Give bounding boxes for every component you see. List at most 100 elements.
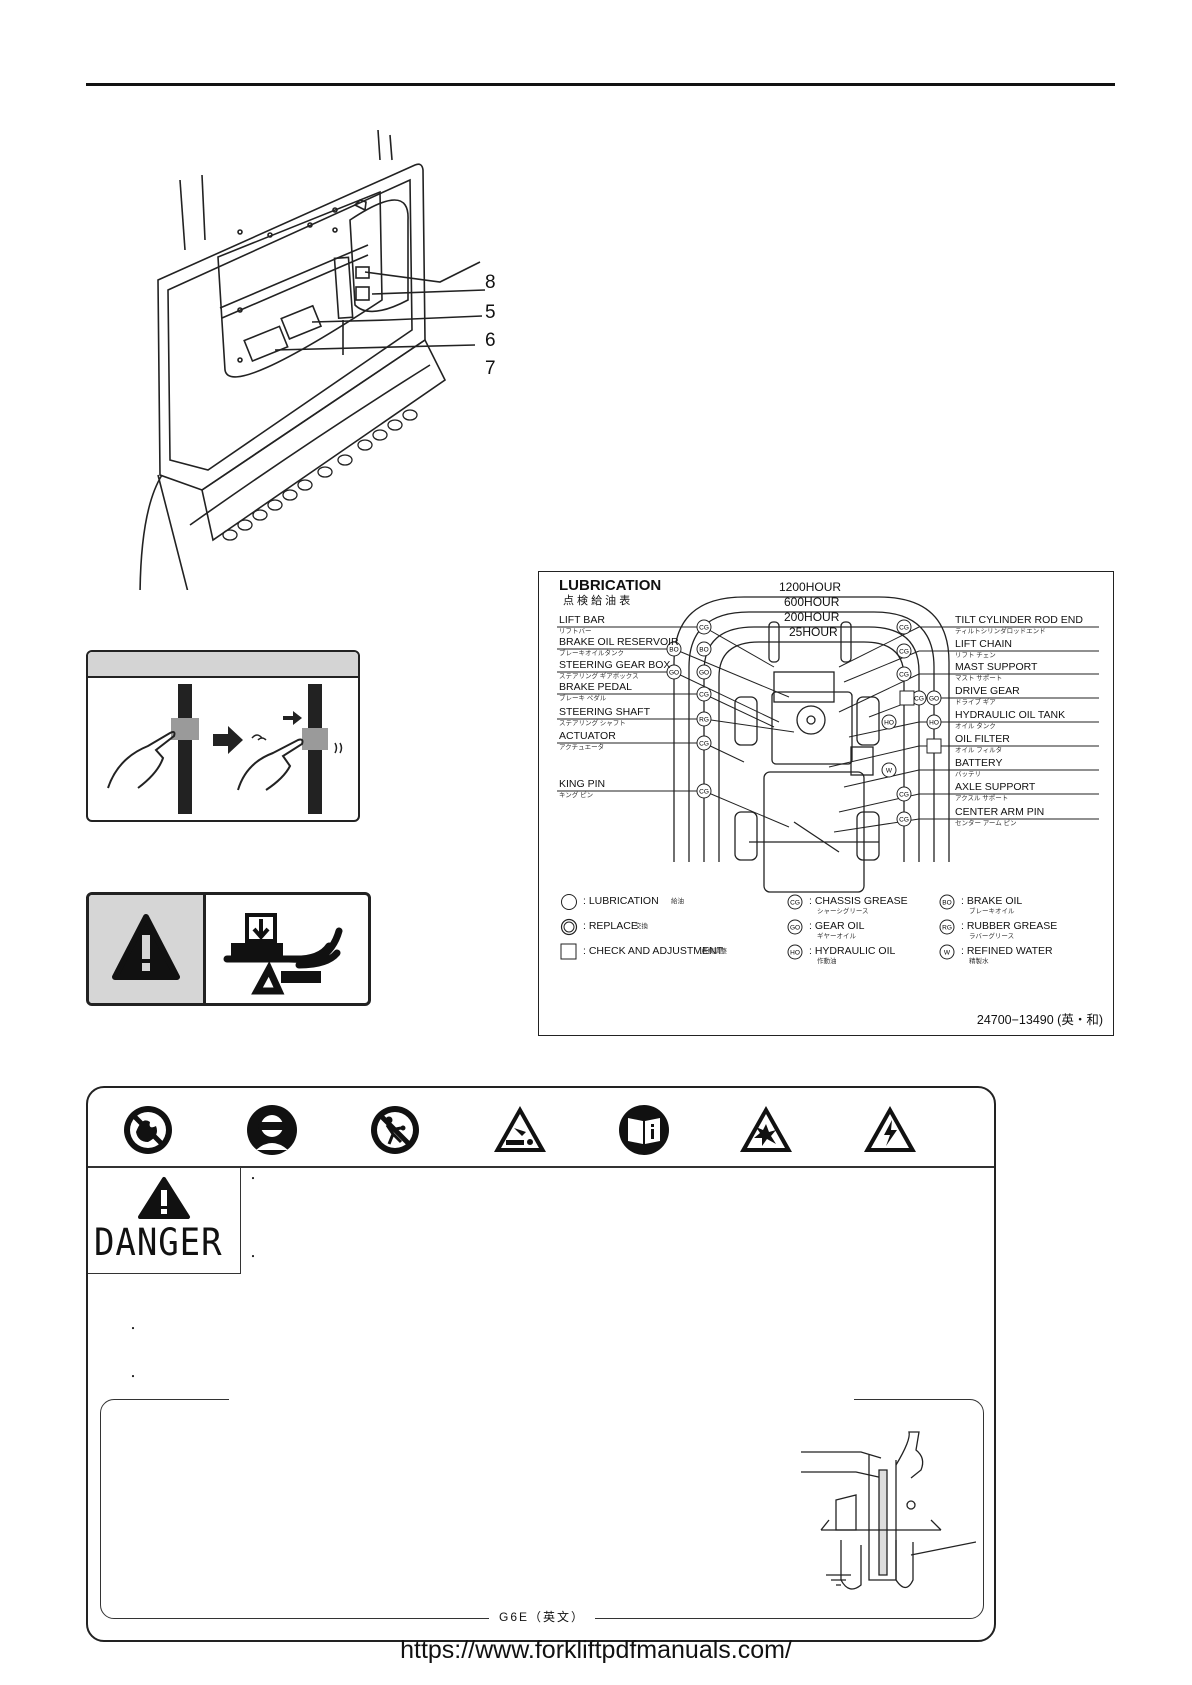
danger-word: DANGER — [94, 1221, 223, 1264]
read-manual-icon — [619, 1105, 669, 1155]
warning-symbol-area — [89, 895, 206, 1003]
legend-code-HO: HO — [787, 944, 803, 960]
footer-url[interactable]: https://www.forkliftpdfmanuals.com/ — [400, 1636, 792, 1664]
left-label-2: STEERING GEAR BOX — [559, 659, 671, 671]
legend-square-icon — [560, 943, 577, 960]
svg-text:CG: CG — [899, 648, 909, 655]
right-label-jp-1: リフト チェン — [955, 652, 996, 659]
legend-text-2: : CHECK AND ADJUSTMENT — [583, 945, 724, 957]
svg-text:GO: GO — [790, 924, 800, 931]
danger-sign: DANGER — [88, 1167, 241, 1274]
right-label-4: HYDRAULIC OIL TANK — [955, 709, 1066, 721]
right-label-1: LIFT CHAIN — [955, 638, 1012, 650]
legend-text-1: : REPLACE — [583, 920, 638, 932]
legend-code-W: W — [939, 944, 955, 960]
svg-text:CG: CG — [899, 791, 909, 798]
svg-text:HO: HO — [884, 719, 894, 726]
legend-text-4: : GEAR OIL — [809, 920, 865, 932]
legend-code-CG: CG — [787, 894, 803, 910]
danger-bullet-4: ・ — [128, 1372, 138, 1383]
right-label-jp-8: センター アーム ピン — [955, 820, 1017, 827]
lube-mark-right-a-3: GO — [926, 690, 942, 706]
keep-children-away-icon — [371, 1106, 419, 1154]
explosion-icon — [740, 1106, 792, 1152]
svg-text:CG: CG — [914, 695, 924, 702]
callout-7: 7 — [485, 358, 496, 379]
svg-text:CG: CG — [899, 816, 909, 823]
lube-mark-right-8: CG — [896, 811, 912, 827]
svg-text:HO: HO — [929, 719, 939, 726]
right-label-jp-4: オイル タンク — [955, 723, 996, 730]
right-label-3: DRIVE GEAR — [955, 685, 1020, 697]
lube-mark-left-a-1: BO — [666, 641, 682, 657]
legend-jp-3: シャーシグリース — [817, 908, 869, 915]
lubrication-title: LUBRICATION — [559, 577, 662, 594]
electric-shock-icon — [864, 1106, 916, 1152]
right-label-jp-7: アクスル サポート — [955, 795, 1009, 802]
right-label-5: OIL FILTER — [955, 733, 1010, 745]
lube-mark-right-7: CG — [896, 786, 912, 802]
danger-bullet-3: ・ — [128, 1324, 138, 1335]
left-label-jp-1: ブレーキオイルタンク — [559, 650, 624, 657]
legend-text-6: : BRAKE OIL — [961, 895, 1023, 907]
svg-text:CG: CG — [899, 624, 909, 631]
legend-code-GO: GO — [787, 919, 803, 935]
legend-jp-6: ブレーキオイル — [969, 908, 1015, 915]
danger-bullet-1: ・ — [248, 1174, 258, 1185]
left-label-jp-3: ブレーキ ペダル — [559, 695, 607, 702]
svg-text:BO: BO — [669, 646, 678, 653]
left-label-jp-6: キング ピン — [559, 792, 594, 799]
legend-jp-2: 点検調整 — [701, 948, 727, 955]
lube-mark-right-2: CG — [896, 666, 912, 682]
lube-mark-left-b-2: GO — [696, 664, 712, 680]
lube-mark-left-b-1: BO — [696, 641, 712, 657]
callout-5: 5 — [485, 302, 496, 323]
legend-text-7: : RUBBER GREASE — [961, 920, 1058, 932]
callout-6: 6 — [485, 330, 496, 351]
legend-text-3: : CHASSIS GREASE — [809, 895, 908, 907]
left-label-0: LIFT BAR — [559, 614, 605, 626]
legend-code-BO: BO — [939, 894, 955, 910]
legend-text-8: : REFINED WATER — [961, 945, 1053, 957]
lube-mark-right-4: HO — [926, 714, 942, 730]
legend-text-0: : LUBRICATION — [583, 895, 659, 907]
svg-text:W: W — [886, 767, 893, 774]
lube-mark-left-0: CG — [696, 619, 712, 635]
lube-mark-left-5: CG — [696, 735, 712, 751]
eye-protection-icon — [247, 1105, 297, 1155]
left-label-4: STEERING SHAFT — [559, 706, 651, 718]
svg-text:CG: CG — [899, 671, 909, 678]
lube-mark-left-3: CG — [696, 686, 712, 702]
warning-triangle-icon — [112, 914, 180, 980]
interval-200: 200HOUR — [784, 610, 840, 624]
legend-jp-5: 作動油 — [817, 958, 837, 965]
lube-mark-right-b-3: CG — [911, 690, 927, 706]
right-label-6: BATTERY — [955, 757, 1003, 769]
battery-inspection-box: G6E（英文） — [100, 1397, 984, 1624]
right-label-jp-5: オイル フィルタ — [955, 747, 1003, 754]
left-label-jp-5: アクチュエータ — [559, 744, 605, 751]
panel-header-bar — [88, 652, 358, 678]
right-label-jp-0: ティルトシリンダロッドエンド — [955, 628, 1046, 635]
left-label-5: ACTUATOR — [559, 730, 616, 742]
svg-text:CG: CG — [790, 899, 800, 906]
instrument-panel-illustration — [139, 130, 486, 590]
lube-mark-left-4: RG — [696, 711, 712, 727]
svg-text:GO: GO — [929, 695, 939, 702]
callout-8: 8 — [485, 272, 496, 293]
svg-text:BO: BO — [699, 646, 708, 653]
svg-text:BO: BO — [942, 899, 951, 906]
legend-circle-icon — [561, 894, 577, 910]
legend-jp-1: 交換 — [635, 923, 648, 930]
lubrication-title-jp: 点 検 給 油 表 — [563, 595, 631, 607]
battery-danger-panel: DANGER ・ ・ ・ ・ G6E（英文） — [86, 1086, 996, 1642]
left-label-6: KING PIN — [559, 778, 606, 790]
hand-crush-icon — [223, 913, 343, 995]
svg-text:RG: RG — [699, 716, 709, 723]
left-label-jp-4: ステアリング シャフト — [559, 720, 626, 727]
left-label-1: BRAKE OIL RESERVOIR — [559, 636, 679, 648]
svg-text:GO: GO — [699, 669, 709, 676]
legend-jp-0: 給油 — [671, 898, 684, 905]
lube-mark-ho-4: HO — [881, 714, 897, 730]
